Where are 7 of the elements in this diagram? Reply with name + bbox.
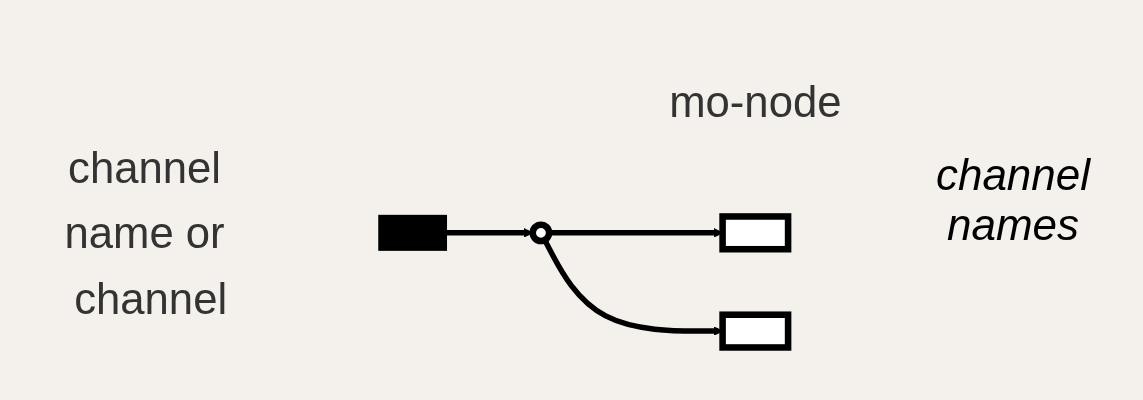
channel-label: channel names bbox=[934, 150, 1092, 250]
node-box bbox=[719, 311, 792, 351]
node-circle bbox=[529, 221, 553, 245]
node-label: mo-node bbox=[669, 77, 842, 126]
node-label: channel name or channel bbox=[64, 143, 228, 323]
node-box bbox=[378, 214, 448, 251]
node-box bbox=[719, 213, 792, 253]
